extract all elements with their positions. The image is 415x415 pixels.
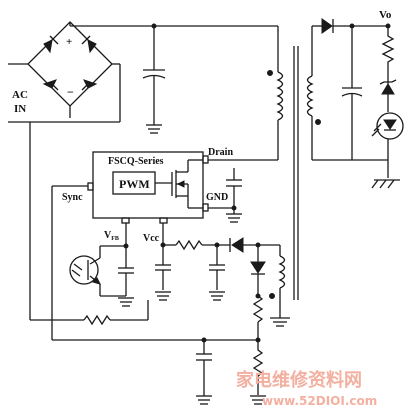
ac-in-label-2: IN [14, 103, 26, 115]
sync-resistor [29, 122, 149, 326]
bridge-diode-br [81, 79, 98, 91]
transformer [267, 46, 321, 300]
pwm-label: PWM [119, 177, 150, 191]
fscq-ic: FSCQ-Series PWM [87, 151, 209, 224]
svg-text:−: − [67, 85, 74, 99]
vcc-network [155, 223, 290, 340]
vfb-label: VFB [104, 230, 119, 242]
bulk-capacitor [142, 23, 166, 134]
sync-label: Sync [62, 192, 83, 203]
feedback-network [69, 223, 134, 307]
ac-in-label-1: AC [12, 89, 28, 101]
bridge-diode-tl [43, 35, 59, 54]
gnd-label: GND [206, 192, 228, 203]
bottom-capacitor [196, 340, 212, 405]
gnd-capacitor [208, 168, 242, 223]
bridge-diode-bl [42, 79, 59, 91]
watermark: 家电维修资料网 www.52DIOI.com [236, 369, 377, 408]
vcc-label: Vcc [143, 233, 160, 244]
ic-series-label: FSCQ-Series [108, 156, 164, 167]
vo-label: Vo [379, 9, 392, 21]
secondary-output: Vo [311, 9, 404, 189]
svg-text:+: + [66, 36, 72, 48]
drain-label: Drain [208, 147, 233, 158]
watermark-url: www.52DIOI.com [262, 394, 377, 408]
watermark-text: 家电维修资料网 [236, 369, 362, 391]
bridge-rectifier: + − [27, 21, 113, 107]
bridge-diode-tr [81, 35, 97, 54]
bottom-resistor [250, 340, 266, 405]
